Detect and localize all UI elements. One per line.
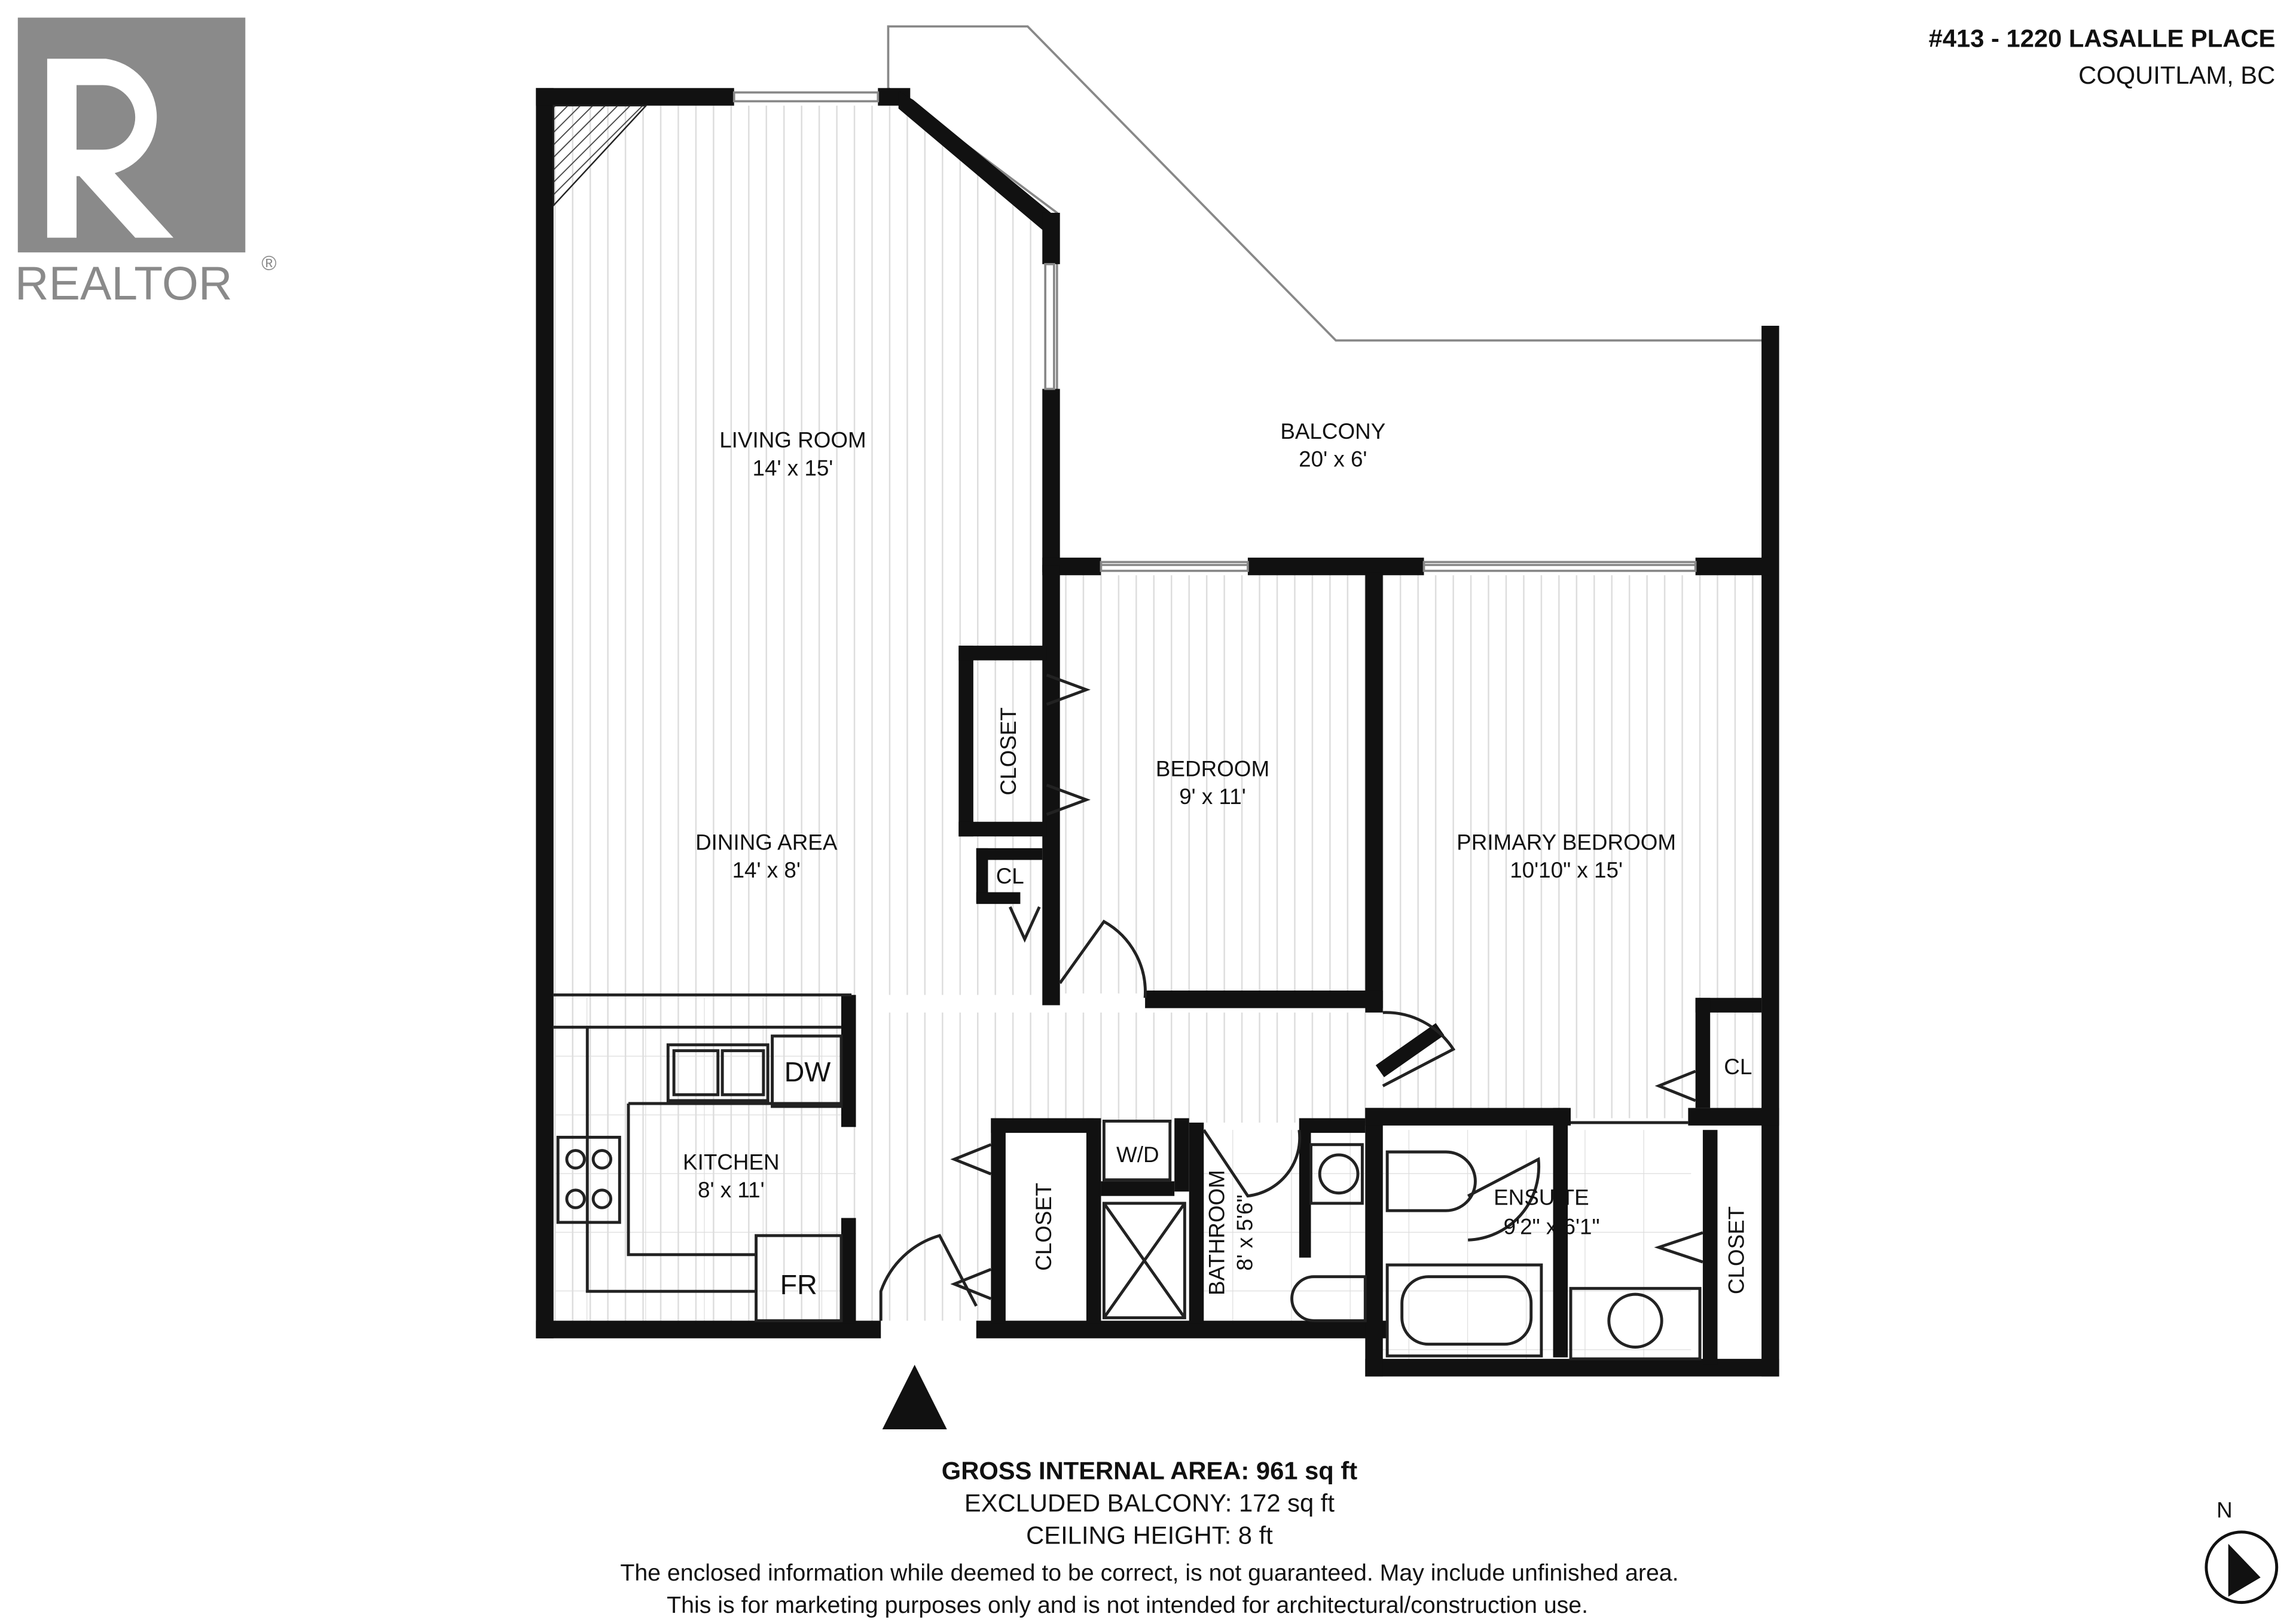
excluded-balcony: EXCLUDED BALCONY: 172 sq ft	[964, 1488, 1335, 1517]
closet-label-2: CLOSET	[1031, 1183, 1056, 1271]
fr-label: FR	[780, 1269, 817, 1300]
city: COQUITLAM, BC	[2078, 61, 2275, 89]
bathroom-name: BATHROOM	[1205, 1170, 1229, 1295]
kitchen-counters	[553, 993, 852, 1322]
closet-label-1: CLOSET	[996, 707, 1021, 795]
dishwasher	[771, 1034, 843, 1108]
disclaimer-line-2: This is for marketing purposes only and …	[667, 1592, 1588, 1618]
living-room-name: LIVING ROOM	[719, 428, 866, 453]
bathroom-size: 8' x 5'6"	[1232, 1194, 1257, 1270]
bedroom-name: BEDROOM	[1156, 757, 1269, 781]
stove	[556, 1136, 621, 1224]
svg-text:REALTOR: REALTOR	[15, 257, 233, 310]
disclaimer-line-1: The enclosed information while deemed to…	[620, 1560, 1678, 1586]
fireplace	[552, 105, 648, 207]
balcony-name: BALCONY	[1280, 419, 1385, 444]
living-room-size: 14' x 15'	[753, 456, 833, 480]
entrance-arrow-icon	[882, 1364, 947, 1429]
realtor-logo: REALTOR ®	[15, 17, 277, 310]
windows	[732, 91, 1697, 572]
north-arrow-icon: N	[2205, 1497, 2279, 1604]
bath-fixtures	[1102, 1120, 1702, 1361]
primary-bedroom-size: 10'10" x 15'	[1510, 858, 1623, 882]
svg-text:N: N	[2216, 1497, 2233, 1522]
fridge	[755, 1234, 843, 1322]
walls	[536, 88, 1779, 1377]
svg-text:®: ®	[261, 252, 276, 275]
dining-size: 14' x 8'	[732, 858, 801, 882]
kitchen-size: 8' x 11'	[698, 1178, 765, 1202]
kitchen-name: KITCHEN	[683, 1150, 780, 1174]
doors[interactable]	[879, 673, 1703, 1321]
cl-label-2: CL	[1724, 1055, 1752, 1079]
ensuite-name: ENSUITE	[1494, 1185, 1589, 1209]
ensuite-floor	[1382, 1130, 1692, 1365]
ensuite-size: 9'2" x 6'1"	[1504, 1214, 1600, 1239]
gross-area: GROSS INTERNAL AREA: 961 sq ft	[942, 1456, 1358, 1484]
bedroom-floor	[1060, 575, 1369, 994]
bathroom-floor	[1204, 1130, 1366, 1321]
address: #413 - 1220 LASALLE PLACE	[1929, 25, 2276, 53]
bedroom-size: 9' x 11'	[1179, 784, 1246, 809]
dining-name: DINING AREA	[695, 830, 838, 854]
wd-label: W/D	[1116, 1142, 1159, 1167]
cl-label-1: CL	[996, 864, 1024, 888]
balcony-size: 20' x 6'	[1299, 447, 1367, 472]
primary-bedroom-name: PRIMARY BEDROOM	[1457, 830, 1676, 854]
dw-label: DW	[784, 1056, 831, 1087]
ceiling-height: CEILING HEIGHT: 8 ft	[1026, 1521, 1273, 1549]
closet-label-3: CLOSET	[1724, 1206, 1749, 1294]
